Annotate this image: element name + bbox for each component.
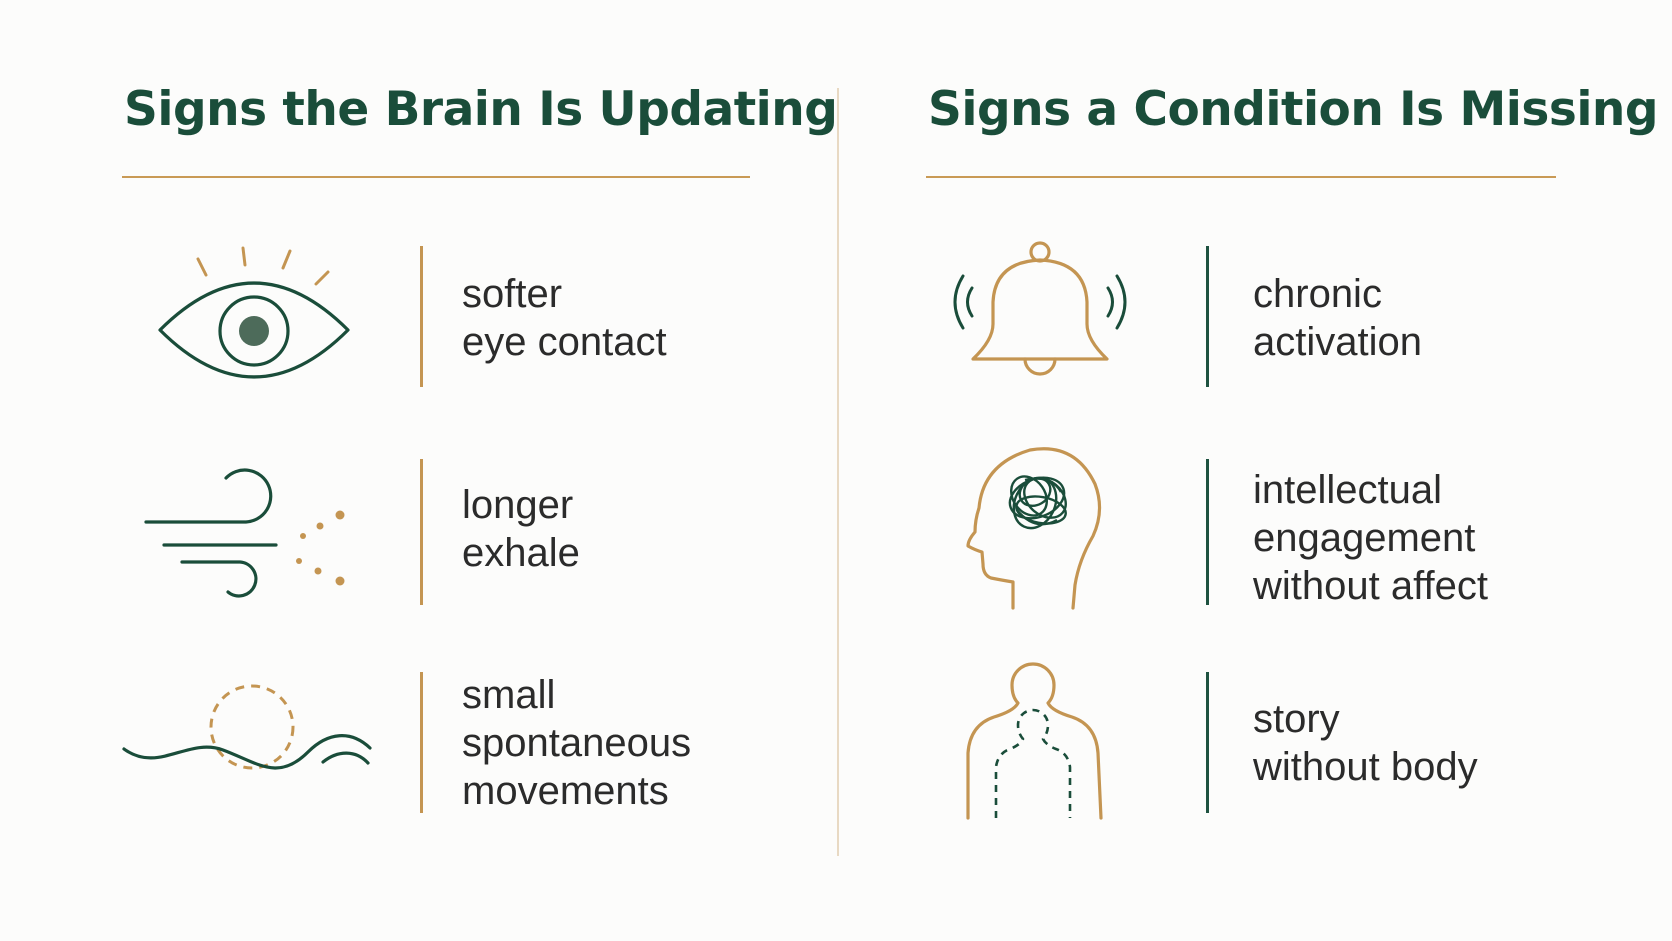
body-outline-icon bbox=[966, 662, 1103, 820]
column-divider bbox=[837, 88, 839, 856]
wave-movement-icon bbox=[122, 684, 372, 770]
ringing-bell-icon bbox=[953, 241, 1127, 376]
right-column-title: Signs a Condition Is Missing bbox=[928, 82, 1659, 137]
wind-breath-icon bbox=[144, 468, 345, 598]
item-divider bbox=[1206, 459, 1209, 605]
eye-icon bbox=[158, 246, 350, 379]
item-divider bbox=[420, 459, 423, 605]
item-divider bbox=[420, 672, 423, 813]
left-title-rule bbox=[122, 176, 750, 178]
item-divider bbox=[1206, 246, 1209, 387]
tangled-head-icon bbox=[966, 447, 1102, 610]
left-column-title: Signs the Brain Is Updating bbox=[124, 82, 838, 137]
item-divider bbox=[420, 246, 423, 387]
right-title-rule bbox=[926, 176, 1556, 178]
item-divider bbox=[1206, 672, 1209, 813]
